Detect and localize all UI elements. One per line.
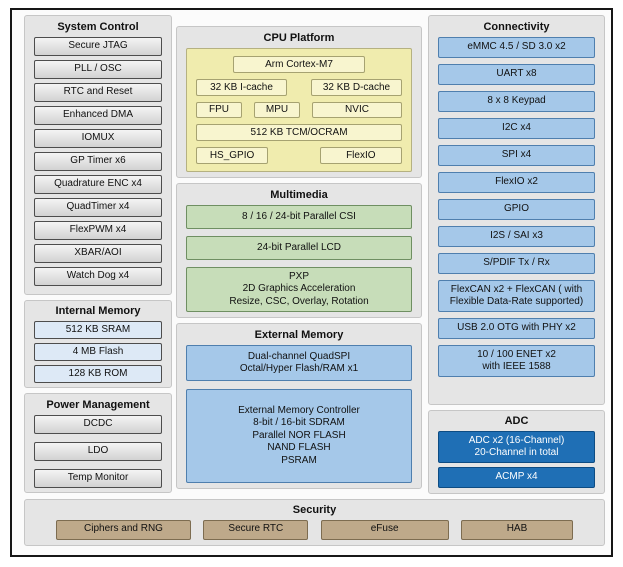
block-secure-jtag: Secure JTAG (34, 37, 162, 56)
multimedia-title: Multimedia (270, 189, 328, 201)
block-parallel-csi: 8 / 16 / 24-bit Parallel CSI (186, 205, 412, 229)
adc-title: ADC (504, 415, 529, 427)
security-title: Security (292, 504, 337, 516)
block-gp-timer: GP Timer x6 (34, 152, 162, 171)
block-xbar-aoi: XBAR/AOI (34, 244, 162, 263)
cpu-platform-title: CPU Platform (263, 32, 335, 44)
block-enhanced-dma: Enhanced DMA (34, 106, 162, 125)
block-spdif: S/PDIF Tx / Rx (438, 253, 595, 274)
block-watchdog: Watch Dog x4 (34, 267, 162, 286)
block-secure-rtc: Secure RTC (203, 519, 309, 540)
block-adc: ADC x2 (16-Channel) 20-Channel in total (438, 431, 595, 463)
security-panel: Security Ciphers and RNG Secure RTC eFus… (24, 499, 605, 546)
block-hab: HAB (460, 519, 573, 540)
block-usb-otg: USB 2.0 OTG with PHY x2 (438, 318, 595, 339)
block-rtc-reset: RTC and Reset (34, 83, 162, 102)
block-parallel-lcd: 24-bit Parallel LCD (186, 236, 412, 260)
block-mpu: MPU (254, 101, 300, 119)
block-i2c: I2C x4 (438, 118, 595, 139)
cpu-platform-panel: CPU Platform Arm Cortex-M7 32 KB I-cache… (176, 26, 422, 178)
block-rom: 128 KB ROM (34, 365, 162, 383)
adc-panel: ADC ADC x2 (16-Channel) 20-Channel in to… (428, 410, 605, 494)
block-iomux: IOMUX (34, 129, 162, 148)
external-memory-panel: External Memory Dual-channel QuadSPI Oct… (176, 323, 422, 489)
block-emc: External Memory Controller 8-bit / 16-bi… (186, 389, 412, 483)
system-control-title: System Control (57, 21, 139, 33)
block-cortex-m7: Arm Cortex-M7 (233, 56, 365, 73)
block-quadrature-enc: Quadrature ENC x4 (34, 175, 162, 194)
external-memory-title: External Memory (254, 329, 344, 341)
block-gpio: GPIO (438, 199, 595, 220)
block-flexcan: FlexCAN x2 + FlexCAN ( with Flexible Dat… (438, 280, 595, 312)
block-uart: UART x8 (438, 64, 595, 85)
block-enet: 10 / 100 ENET x2 with IEEE 1588 (438, 345, 595, 377)
internal-memory-title: Internal Memory (55, 305, 141, 317)
block-pxp: PXP 2D Graphics Acceleration Resize, CSC… (186, 267, 412, 312)
block-quadspi: Dual-channel QuadSPI Octal/Hyper Flash/R… (186, 345, 412, 381)
multimedia-panel: Multimedia 8 / 16 / 24-bit Parallel CSI … (176, 183, 422, 318)
block-fpu: FPU (196, 101, 242, 119)
connectivity-title: Connectivity (483, 21, 550, 33)
block-efuse: eFuse (320, 519, 449, 540)
block-temp-monitor: Temp Monitor (34, 469, 162, 488)
block-spi: SPI x4 (438, 145, 595, 166)
connectivity-panel: Connectivity eMMC 4.5 / SD 3.0 x2 UART x… (428, 15, 605, 405)
block-flexio: FlexIO (319, 147, 402, 164)
block-flexpwm: FlexPWM x4 (34, 221, 162, 240)
block-quadtimer: QuadTimer x4 (34, 198, 162, 217)
block-dcdc: DCDC (34, 415, 162, 434)
block-hs-gpio: HS_GPIO (196, 147, 269, 164)
block-emmc-sd: eMMC 4.5 / SD 3.0 x2 (438, 37, 595, 58)
block-keypad: 8 x 8 Keypad (438, 91, 595, 112)
block-flash: 4 MB Flash (34, 343, 162, 361)
block-i2s-sai: I2S / SAI x3 (438, 226, 595, 247)
block-ldo: LDO (34, 442, 162, 461)
block-icache: 32 KB I-cache (196, 78, 287, 96)
block-pll-osc: PLL / OSC (34, 60, 162, 79)
block-ciphers-rng: Ciphers and RNG (56, 519, 191, 540)
block-dcache: 32 KB D-cache (311, 78, 402, 96)
power-management-panel: Power Management DCDC LDO Temp Monitor (24, 393, 172, 493)
block-acmp: ACMP x4 (438, 467, 595, 488)
block-nvic: NVIC (312, 101, 402, 119)
internal-memory-panel: Internal Memory 512 KB SRAM 4 MB Flash 1… (24, 300, 172, 388)
block-tcm-ocram: 512 KB TCM/OCRAM (196, 124, 402, 142)
block-flexio-x2: FlexIO x2 (438, 172, 595, 193)
diagram-border: System Control Secure JTAG PLL / OSC RTC… (10, 8, 613, 557)
power-management-title: Power Management (46, 399, 150, 411)
cpu-yellow-area: Arm Cortex-M7 32 KB I-cache 32 KB D-cach… (186, 48, 412, 172)
system-control-panel: System Control Secure JTAG PLL / OSC RTC… (24, 15, 172, 295)
block-sram: 512 KB SRAM (34, 321, 162, 339)
